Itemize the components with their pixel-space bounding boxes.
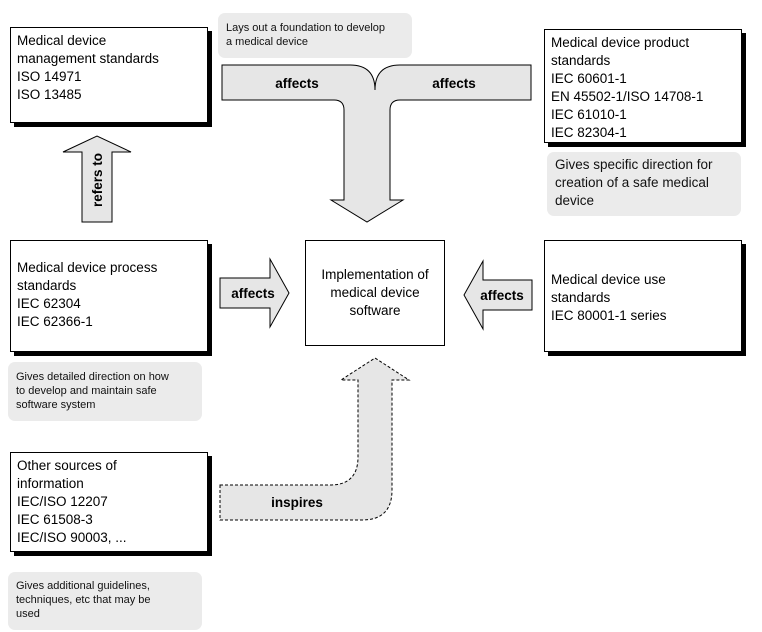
- note-line: techniques, etc that may be: [16, 594, 151, 606]
- note-line: Gives detailed direction on how: [16, 371, 169, 383]
- box-line: software: [349, 303, 401, 318]
- box-line: Implementation of: [321, 267, 429, 282]
- affects-top-arrow: [221, 64, 532, 223]
- note-line: Gives specific direction for: [555, 157, 713, 172]
- affects-right-top-label: affects: [432, 76, 476, 91]
- box-line: ISO 13485: [17, 87, 82, 102]
- box-line: IEC 62304: [17, 296, 81, 311]
- note-line: Lays out a foundation to develop: [226, 22, 386, 34]
- additional-guidelines-note: Gives additional guidelines, techniques,…: [8, 572, 202, 630]
- specific-direction-note: Gives specific direction for creation of…: [547, 152, 741, 216]
- note-line: software system: [16, 399, 96, 411]
- box-line: standards: [17, 278, 77, 293]
- product-standards-box: Medical device product standards IEC 606…: [544, 29, 742, 143]
- affects-use-label: affects: [480, 288, 524, 303]
- detailed-direction-note: Gives detailed direction on how to devel…: [8, 362, 202, 421]
- box-line: Medical device use: [551, 272, 666, 287]
- note-line: used: [16, 608, 40, 620]
- inspires-label: inspires: [271, 495, 323, 510]
- refers-to-label: refers to: [90, 153, 105, 207]
- box-line: IEC 60601-1: [551, 71, 627, 86]
- box-line: standards: [551, 290, 611, 305]
- box-line: IEC 62366-1: [17, 314, 93, 329]
- box-line: IEC 80001-1 series: [551, 308, 667, 323]
- note-line: creation of a safe medical: [555, 175, 709, 190]
- affects-process-arrow: [219, 257, 290, 329]
- box-line: information: [17, 476, 84, 491]
- box-line: standards: [551, 53, 611, 68]
- management-standards-box: Medical device management standards ISO …: [10, 27, 208, 123]
- box-line: Medical device: [17, 33, 107, 48]
- affects-use-arrow: [463, 259, 533, 331]
- box-line: IEC 61508-3: [17, 512, 93, 527]
- box-line: ISO 14971: [17, 69, 82, 84]
- box-line: IEC 61010-1: [551, 107, 627, 122]
- box-line: management standards: [17, 51, 159, 66]
- box-line: IEC 82304-1: [551, 125, 627, 140]
- implementation-box: Implementation of medical device softwar…: [305, 240, 445, 346]
- note-line: Gives additional guidelines,: [16, 580, 150, 592]
- box-line: IEC/ISO 90003, ...: [17, 530, 127, 545]
- box-line: Medical device product: [551, 35, 690, 50]
- note-line: device: [555, 193, 595, 208]
- foundation-note: Lays out a foundation to develop a medic…: [218, 13, 412, 58]
- use-standards-box: Medical device use standards IEC 80001-1…: [544, 240, 742, 352]
- affects-process-label: affects: [231, 286, 275, 301]
- refers-to-arrow: [62, 135, 132, 223]
- process-standards-box: Medical device process standards IEC 623…: [10, 240, 208, 352]
- box-line: medical device: [330, 285, 420, 300]
- note-line: a medical device: [226, 36, 308, 48]
- box-line: IEC/ISO 12207: [17, 494, 108, 509]
- other-sources-box: Other sources of information IEC/ISO 122…: [10, 452, 208, 552]
- note-line: to develop and maintain safe: [16, 385, 157, 397]
- affects-left-top-label: affects: [275, 76, 319, 91]
- implementation-text: Implementation of medical device softwar…: [321, 266, 428, 320]
- box-line: Medical device process: [17, 260, 158, 275]
- box-line: Other sources of: [17, 458, 117, 473]
- inspires-arrow: [219, 357, 411, 521]
- box-line: EN 45502-1/ISO 14708-1: [551, 89, 704, 104]
